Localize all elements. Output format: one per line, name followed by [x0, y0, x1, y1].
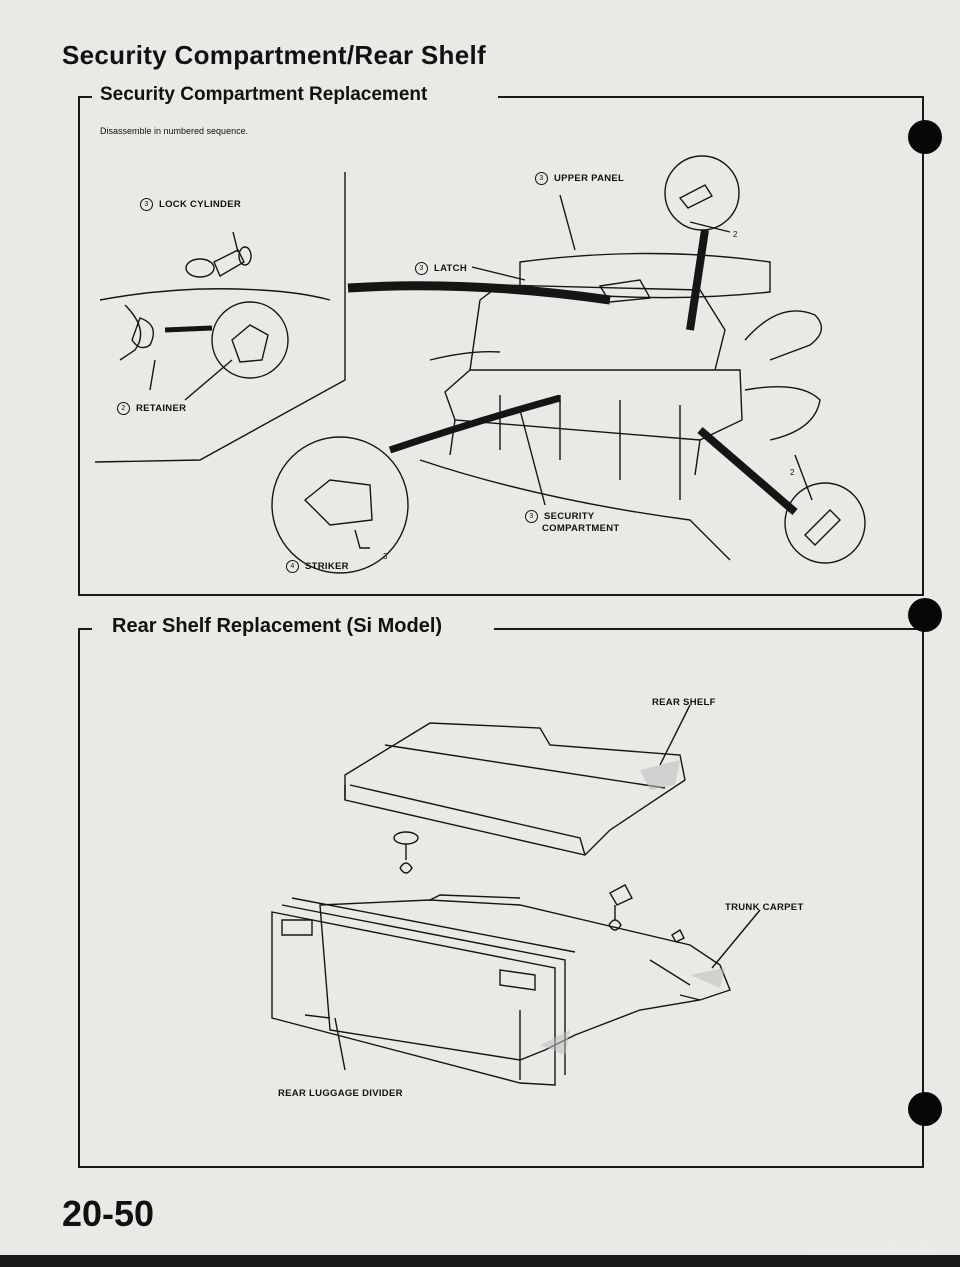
- label-rear-shelf: REAR SHELF: [652, 697, 716, 708]
- punch-hole: [908, 1092, 942, 1126]
- panel-rule: [498, 96, 922, 98]
- panel-rule: [494, 628, 922, 630]
- page-title: Security Compartment/Rear Shelf: [62, 40, 486, 70]
- bottom-rule: [0, 1255, 960, 1267]
- punch-hole: [908, 598, 942, 632]
- punch-hole: [908, 120, 942, 154]
- callout-2-lower: 2: [790, 468, 795, 477]
- rear-shelf-drawing: [344, 704, 691, 874]
- section-title-rear-shelf: Rear Shelf Replacement (Si Model): [104, 615, 451, 638]
- rear-luggage-divider-drawing: [271, 897, 576, 1086]
- lock-cylinder-detail: [94, 172, 346, 463]
- trunk-carpet-drawing: [319, 884, 761, 1061]
- watermark[interactable]: carmanualsonline.info: [809, 1241, 936, 1256]
- page-number: 20-50: [62, 1193, 155, 1234]
- callout-2-upper: 2: [733, 230, 738, 239]
- section-title-security-compartment: Security Compartment Replacement: [92, 84, 436, 106]
- instruction-text: Disassemble in numbered sequence.: [100, 126, 249, 136]
- label-rear-luggage-divider: REAR LUGGAGE DIVIDER: [278, 1088, 403, 1099]
- callout-3: 3: [383, 552, 388, 561]
- security-compartment-panel: Security Compartment Replacement: [78, 84, 924, 596]
- rear-shelf-panel: Rear Shelf Replacement (Si Model): [78, 615, 924, 1168]
- label-trunk-carpet: TRUNK CARPET: [725, 902, 804, 913]
- label-security-compartment-line2: COMPARTMENT: [542, 523, 620, 534]
